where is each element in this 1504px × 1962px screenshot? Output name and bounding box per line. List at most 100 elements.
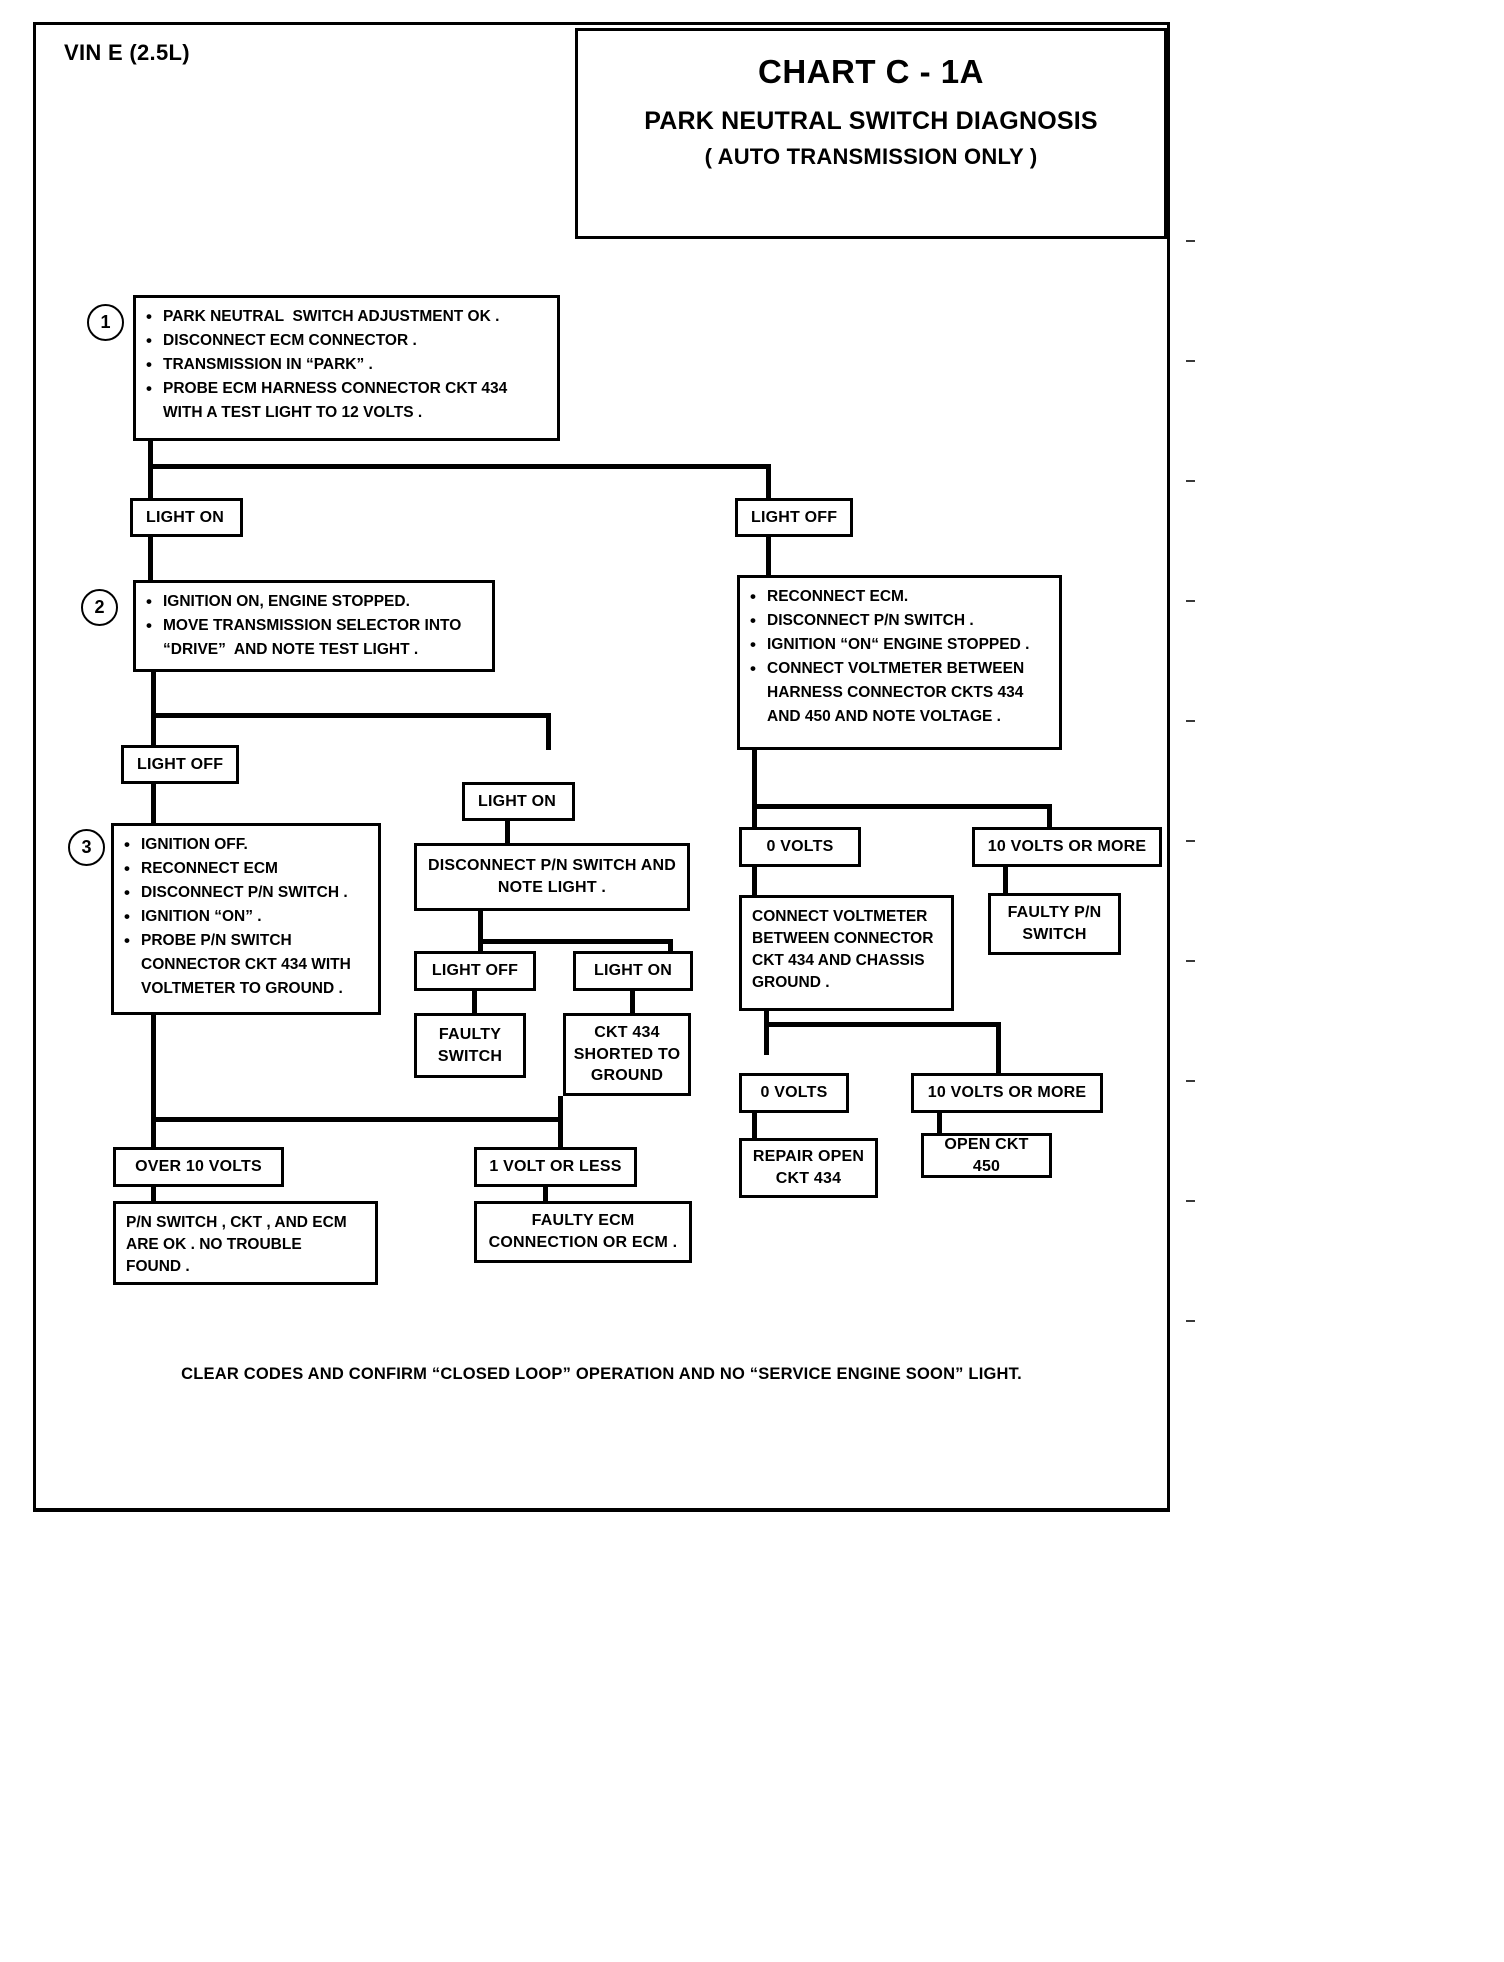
reconnect-ecm-line-3: IGNITION “ON“ ENGINE STOPPED . xyxy=(750,633,1049,657)
connector-to-light-on-2 xyxy=(546,713,551,750)
node-light-on-2: LIGHT ON xyxy=(462,782,575,821)
ckt434-shorted-text: CKT 434 SHORTED TO GROUND xyxy=(573,1024,681,1085)
node-reconnect-ecm: RECONNECT ECM. DISCONNECT P/N SWITCH . I… xyxy=(737,575,1062,750)
chart-subtitle: ( AUTO TRANSMISSION ONLY ) xyxy=(704,144,1038,169)
node-pn-switch-ok: P/N SWITCH , CKT , AND ECM ARE OK . NO T… xyxy=(113,1201,378,1285)
connector-light-off-1-down xyxy=(766,537,771,575)
step1-list: PARK NEUTRAL SWITCH ADJUSTMENT OK . DISC… xyxy=(146,305,547,424)
connector-step1-horizontal xyxy=(148,464,771,469)
disconnect-pn-text: DISCONNECT P/N SWITCH AND NOTE LIGHT . xyxy=(428,857,676,896)
pn-ok-line-2: ARE OK . NO TROUBLE xyxy=(126,1236,302,1253)
step3-line-1: IGNITION OFF. xyxy=(124,833,368,857)
node-10-volts-b: 10 VOLTS OR MORE xyxy=(911,1073,1103,1113)
step3-line-3: DISCONNECT P/N SWITCH . xyxy=(124,881,368,905)
node-light-on-3: LIGHT ON xyxy=(573,951,693,991)
step-number-1: 1 xyxy=(87,304,124,341)
connector-reconnect-ecm-horizontal xyxy=(752,804,1052,809)
step2-line-3: “DRIVE” AND NOTE TEST LIGHT . xyxy=(163,641,419,658)
step3-line-5: PROBE P/N SWITCH xyxy=(124,929,368,953)
node-ckt434-shorted: CKT 434 SHORTED TO GROUND xyxy=(563,1013,691,1096)
connector-connect-voltmeter-down xyxy=(764,1011,769,1055)
node-faulty-pn-switch: FAULTY P/N SWITCH xyxy=(988,893,1121,955)
connector-step3-horizontal xyxy=(151,1117,563,1122)
faulty-pn-switch-text: FAULTY P/N SWITCH xyxy=(1007,904,1102,943)
register-mark xyxy=(1186,240,1195,242)
connector-to-light-off-3 xyxy=(478,939,483,955)
faulty-switch-text: FAULTY SWITCH xyxy=(437,1025,503,1065)
register-mark xyxy=(1186,1080,1195,1082)
connect-voltmeter-line-1: CONNECT VOLTMETER xyxy=(752,908,928,925)
node-light-off-1: LIGHT OFF xyxy=(735,498,853,537)
title-box: CHART C - 1A PARK NEUTRAL SWITCH DIAGNOS… xyxy=(575,28,1167,239)
connector-1volt-down xyxy=(543,1187,548,1203)
pn-ok-line-1: P/N SWITCH , CKT , AND ECM xyxy=(126,1214,347,1231)
step3-list: IGNITION OFF. RECONNECT ECM DISCONNECT P… xyxy=(124,833,368,1000)
connector-to-light-off-2 xyxy=(151,713,156,746)
register-mark xyxy=(1186,480,1195,482)
node-step2: IGNITION ON, ENGINE STOPPED. MOVE TRANSM… xyxy=(133,580,495,672)
document-bottom-rule xyxy=(33,1508,1170,1511)
step1-line-3: TRANSMISSION IN “PARK” . xyxy=(146,353,547,377)
step1-line-5: WITH A TEST LIGHT TO 12 VOLTS . xyxy=(163,404,423,421)
step3-line-7: VOLTMETER TO GROUND . xyxy=(141,980,343,997)
reconnect-ecm-line-6: AND 450 AND NOTE VOLTAGE . xyxy=(767,708,1001,725)
node-10-volts-a: 10 VOLTS OR MORE xyxy=(972,827,1162,867)
node-light-on-1: LIGHT ON xyxy=(130,498,243,537)
register-mark xyxy=(1186,840,1195,842)
node-light-off-2: LIGHT OFF xyxy=(121,745,239,784)
faulty-ecm-connection-text: FAULTY ECM CONNECTION OR ECM . xyxy=(488,1212,678,1251)
node-1-volt-or-less: 1 VOLT OR LESS xyxy=(474,1147,637,1187)
node-open-ckt450: OPEN CKT 450 xyxy=(921,1133,1052,1178)
connector-to-light-on-1 xyxy=(148,464,153,499)
register-mark xyxy=(1186,600,1195,602)
step3-line-4: IGNITION “ON” . xyxy=(124,905,368,929)
reconnect-ecm-line-5: HARNESS CONNECTOR CKTS 434 xyxy=(767,684,1024,701)
node-repair-open-ckt434: REPAIR OPEN CKT 434 xyxy=(739,1138,878,1198)
node-over-10-volts: OVER 10 VOLTS xyxy=(113,1147,284,1187)
connector-light-on-1-down xyxy=(148,537,153,580)
connector-to-0volts-a xyxy=(752,804,757,828)
step3-line-6: CONNECTOR CKT 434 WITH xyxy=(141,956,351,973)
connector-0volts-b-down xyxy=(752,1113,757,1140)
repair-open-ckt434-text: REPAIR OPEN CKT 434 xyxy=(752,1148,865,1187)
step-number-3: 3 xyxy=(68,829,105,866)
connector-voltmeter-horizontal xyxy=(764,1022,1000,1027)
node-disconnect-pn-switch: DISCONNECT P/N SWITCH AND NOTE LIGHT . xyxy=(414,843,690,911)
connector-to-1volt-less xyxy=(558,1096,563,1148)
register-mark xyxy=(1186,360,1195,362)
connector-to-10volts-a xyxy=(1047,804,1052,828)
step2-line-2: MOVE TRANSMISSION SELECTOR INTO xyxy=(146,614,482,638)
register-mark xyxy=(1186,1200,1195,1202)
node-light-off-3: LIGHT OFF xyxy=(414,951,536,991)
node-step3: IGNITION OFF. RECONNECT ECM DISCONNECT P… xyxy=(111,823,381,1015)
register-mark xyxy=(1186,720,1195,722)
node-0-volts-a: 0 VOLTS xyxy=(739,827,861,867)
connect-voltmeter-line-3: CKT 434 AND CHASSIS xyxy=(752,952,925,969)
step1-line-1: PARK NEUTRAL SWITCH ADJUSTMENT OK . xyxy=(146,305,547,329)
connector-disconnect-pn-down xyxy=(478,911,483,943)
step2-line-1: IGNITION ON, ENGINE STOPPED. xyxy=(146,590,482,614)
pn-ok-line-3: FOUND . xyxy=(126,1258,190,1275)
step3-line-2: RECONNECT ECM xyxy=(124,857,368,881)
connector-light-off-3-down xyxy=(472,991,477,1015)
register-mark xyxy=(1186,960,1195,962)
node-0-volts-b: 0 VOLTS xyxy=(739,1073,849,1113)
connector-over10volts-down xyxy=(151,1187,156,1203)
connector-reconnect-ecm-down xyxy=(752,750,757,808)
connector-10volts-b-down xyxy=(937,1113,942,1134)
connector-step1-down xyxy=(148,441,153,467)
connector-light-on-2-down xyxy=(505,821,510,844)
step2-list: IGNITION ON, ENGINE STOPPED. MOVE TRANSM… xyxy=(146,590,482,661)
chart-number: CHART C - 1A xyxy=(758,53,984,90)
connect-voltmeter-line-4: GROUND . xyxy=(752,974,830,991)
reconnect-ecm-list: RECONNECT ECM. DISCONNECT P/N SWITCH . I… xyxy=(750,585,1049,728)
node-connect-voltmeter: CONNECT VOLTMETER BETWEEN CONNECTOR CKT … xyxy=(739,895,954,1011)
connector-disconnect-pn-horizontal xyxy=(478,939,673,944)
chart-title: PARK NEUTRAL SWITCH DIAGNOSIS xyxy=(644,107,1098,135)
step-number-2: 2 xyxy=(81,589,118,626)
reconnect-ecm-line-4: CONNECT VOLTMETER BETWEEN xyxy=(750,657,1049,681)
node-faulty-ecm-connection: FAULTY ECM CONNECTION OR ECM . xyxy=(474,1201,692,1263)
node-step1: PARK NEUTRAL SWITCH ADJUSTMENT OK . DISC… xyxy=(133,295,560,441)
connector-to-10volts-b xyxy=(996,1022,1001,1075)
